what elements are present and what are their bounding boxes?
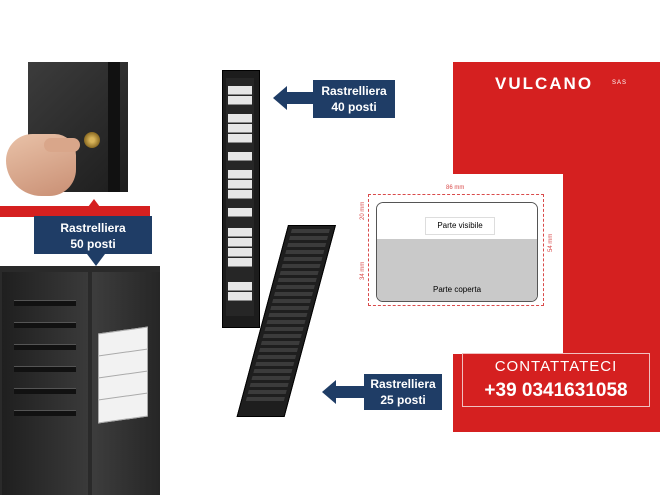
- rack-card: [228, 134, 252, 143]
- rack-card: [228, 152, 252, 161]
- card-dimension-frame: [368, 194, 544, 306]
- label-rastrelliera-50: Rastrelliera 50 posti: [34, 216, 152, 254]
- rack-card: [228, 238, 252, 247]
- key-lock-icon: [84, 132, 100, 148]
- arrow-left-bar: [335, 386, 365, 398]
- rack-card: [228, 292, 252, 301]
- cabinet-slot: [14, 388, 76, 394]
- rack-card: [228, 170, 252, 179]
- rack-card: [228, 180, 252, 189]
- rack-card: [228, 228, 252, 237]
- rack-card: [228, 86, 252, 95]
- cabinet-slot: [14, 366, 76, 372]
- contact-frame: [462, 353, 650, 407]
- phone-number[interactable]: +39 0341631058: [484, 380, 628, 401]
- arrow-down-icon: [87, 254, 105, 266]
- top-dimension: 20 mm: [360, 201, 366, 220]
- rack-card: [228, 190, 252, 199]
- rack-card: [228, 114, 252, 123]
- cabinet-left-door: [2, 272, 88, 495]
- cabinet-slot: [14, 344, 76, 350]
- card-diagram: Parte visibile Parte coperta: [376, 202, 538, 302]
- cabinet-slot: [14, 300, 76, 306]
- brand-logo-suffix: SAS: [612, 80, 628, 86]
- rack-card: [228, 282, 252, 291]
- rack-card: [228, 124, 252, 133]
- width-dimension: 86 mm: [446, 185, 465, 191]
- brand-logo: VULCANO: [495, 74, 594, 93]
- rack-card: [228, 208, 252, 217]
- visible-part-label: Parte visibile: [425, 217, 495, 235]
- rack-card: [228, 248, 252, 257]
- label-rastrelliera-40: Rastrelliera 40 posti: [313, 80, 395, 118]
- cabinet-slot: [14, 322, 76, 328]
- covered-part-label: Parte coperta: [432, 285, 482, 294]
- bottom-dimension: 34 mm: [360, 261, 366, 280]
- finger-image: [44, 138, 80, 152]
- contact-title: CONTATTATECI: [494, 358, 618, 375]
- rack-card: [228, 258, 252, 267]
- cabinet-slot: [14, 410, 76, 416]
- rack-card: [228, 96, 252, 105]
- red-divider-bar: [0, 206, 150, 217]
- arrow-left-icon: [273, 86, 287, 110]
- height-dimension: 54 mm: [548, 233, 554, 252]
- key-lock-photo: [0, 62, 128, 210]
- cabinet-edge: [108, 62, 120, 192]
- card-covered-area: [377, 239, 537, 301]
- arrow-left-bar: [286, 92, 314, 104]
- label-rastrelliera-25: Rastrelliera 25 posti: [364, 374, 442, 410]
- arrow-left-icon: [322, 380, 336, 404]
- red-up-arrow-icon: [88, 199, 100, 207]
